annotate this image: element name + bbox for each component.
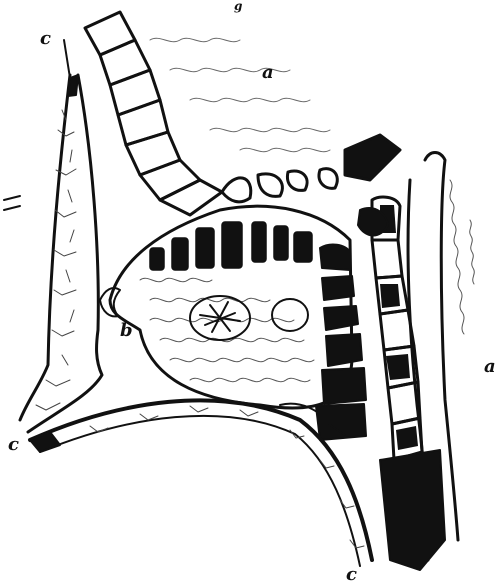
upper-cell-arch xyxy=(85,12,400,215)
label-a-right: a xyxy=(484,358,496,376)
header-fragment: g xyxy=(234,0,242,12)
right-cell-column xyxy=(316,197,422,460)
label-c-left: c xyxy=(8,436,19,454)
left-edge-mark xyxy=(4,196,20,210)
left-epidermis-strip xyxy=(20,40,102,432)
label-c-bottom: c xyxy=(346,566,357,584)
label-c-top-left: c xyxy=(40,30,51,48)
label-a-upper: a xyxy=(262,64,274,82)
central-body xyxy=(100,206,352,408)
upper-stipple-region xyxy=(150,38,330,151)
label-b: b xyxy=(120,322,133,340)
vascular-bundle xyxy=(190,296,250,340)
